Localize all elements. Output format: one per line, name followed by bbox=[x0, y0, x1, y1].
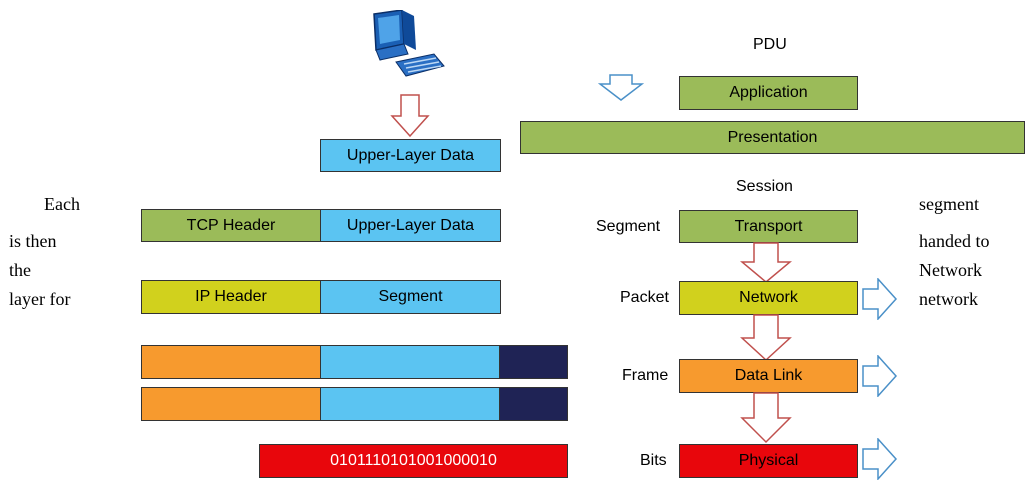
right-arrow-icon-physical bbox=[862, 438, 898, 480]
right-arrow-icon-network bbox=[862, 278, 898, 320]
down-arrow-icon bbox=[390, 94, 430, 138]
ip-segment-box: Segment bbox=[320, 280, 501, 314]
frame-data-box-2 bbox=[320, 387, 500, 421]
right-text-line-1: segment bbox=[919, 194, 979, 214]
left-text-line-4: layer for bbox=[9, 289, 71, 309]
pdu-segment-label: Segment bbox=[596, 218, 661, 235]
layer-data-link: Data Link bbox=[679, 359, 858, 393]
down-arrow-icon-transport bbox=[740, 242, 792, 284]
down-arrow-icon-network bbox=[740, 314, 792, 362]
right-text-line-2: handed to bbox=[919, 231, 990, 251]
layer-physical: Physical bbox=[679, 444, 858, 478]
upper-layer-data-box: Upper-Layer Data bbox=[320, 139, 501, 172]
frame-trailer-box-2 bbox=[499, 387, 568, 421]
pdu-bits-label: Bits bbox=[640, 452, 667, 469]
layer-application: Application bbox=[679, 76, 858, 110]
frame-data-box bbox=[320, 345, 500, 379]
layer-session: Session bbox=[736, 178, 793, 195]
right-text-line-3: Network bbox=[919, 260, 982, 280]
bits-box: 0101110101001000010 bbox=[259, 444, 568, 478]
down-arrow-icon-data-link bbox=[740, 392, 792, 444]
left-text-line-2: is then bbox=[9, 231, 57, 251]
down-arrow-blue-icon bbox=[598, 74, 644, 102]
right-arrow-icon-data-link bbox=[862, 355, 898, 397]
layer-presentation: Presentation bbox=[520, 121, 1025, 154]
pdu-frame-label: Frame bbox=[622, 367, 669, 384]
tcp-header-box: TCP Header bbox=[141, 209, 321, 242]
desktop-computer-icon bbox=[368, 10, 448, 88]
frame-header-box-2 bbox=[141, 387, 321, 421]
ip-header-box: IP Header bbox=[141, 280, 321, 314]
frame-trailer-box bbox=[499, 345, 568, 379]
pdu-title: PDU bbox=[753, 36, 787, 53]
layer-network: Network bbox=[679, 281, 858, 315]
left-text-line-3: the bbox=[9, 260, 31, 280]
right-text-line-4: network bbox=[919, 289, 978, 309]
left-text-line-1: Each bbox=[44, 194, 80, 214]
tcp-upper-layer-data-box: Upper-Layer Data bbox=[320, 209, 501, 242]
frame-header-box bbox=[141, 345, 321, 379]
pdu-packet-label: Packet bbox=[620, 289, 669, 306]
layer-transport: Transport bbox=[679, 210, 858, 243]
